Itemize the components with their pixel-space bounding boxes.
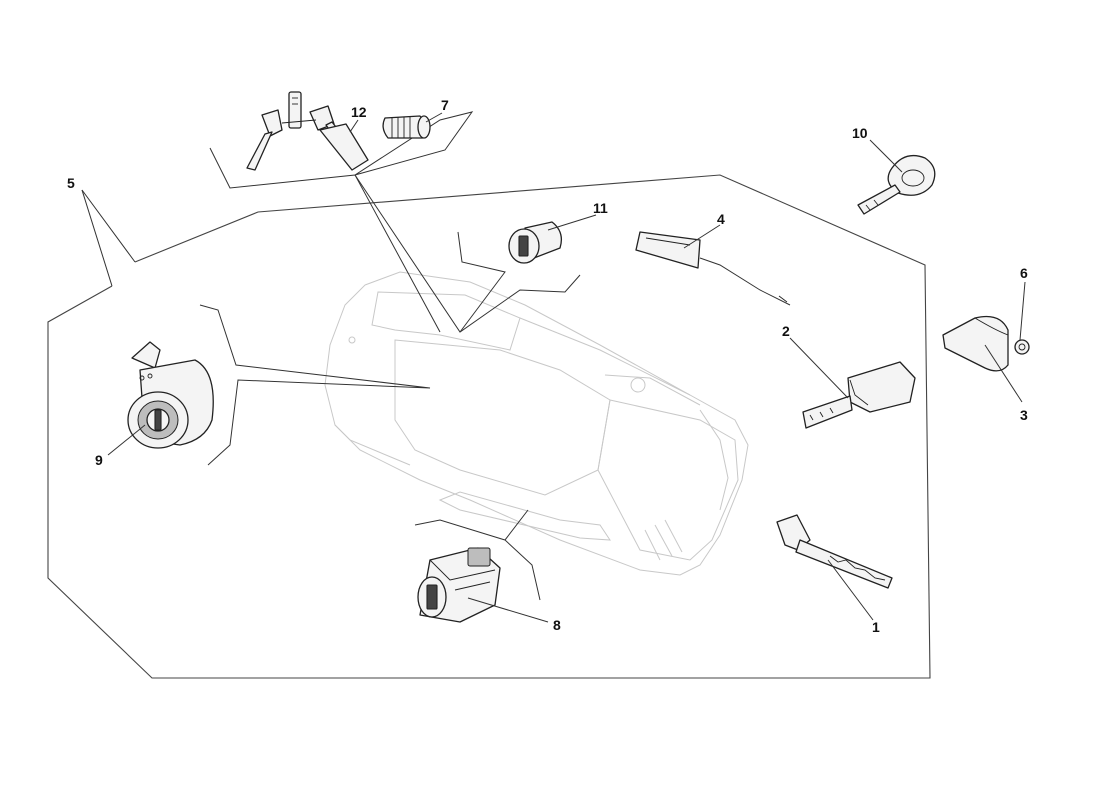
- wire-tag-icon: [635, 231, 791, 306]
- callout-4: 4: [717, 211, 725, 227]
- remote-key-fob-icon: [857, 154, 936, 215]
- callout-11: 11: [593, 200, 608, 216]
- callout-9: 9: [95, 452, 103, 468]
- callout-1: 1: [872, 619, 880, 635]
- group-bracket-lines: [199, 111, 581, 601]
- car-top-view-icon: [324, 271, 749, 576]
- steering-lock-icon: [127, 341, 214, 449]
- leader-lines: [81, 112, 1026, 623]
- key-set-icon: [246, 91, 369, 171]
- ignition-switch-icon: [417, 547, 501, 623]
- assembly-frame: [47, 174, 931, 679]
- callout-10: 10: [852, 125, 868, 141]
- key-blank-icon: [776, 514, 893, 589]
- lock-barrel-icon: [382, 115, 431, 139]
- remote-key-icon: [802, 361, 916, 429]
- callout-2: 2: [782, 323, 790, 339]
- key-housing-icon: [942, 315, 1030, 372]
- callout-7: 7: [441, 97, 449, 113]
- callout-5: 5: [67, 175, 75, 191]
- callout-6: 6: [1020, 265, 1028, 281]
- trunk-lock-icon: [508, 221, 563, 264]
- callout-3: 3: [1020, 407, 1028, 423]
- callout-12: 12: [351, 104, 367, 120]
- callout-8: 8: [553, 617, 561, 633]
